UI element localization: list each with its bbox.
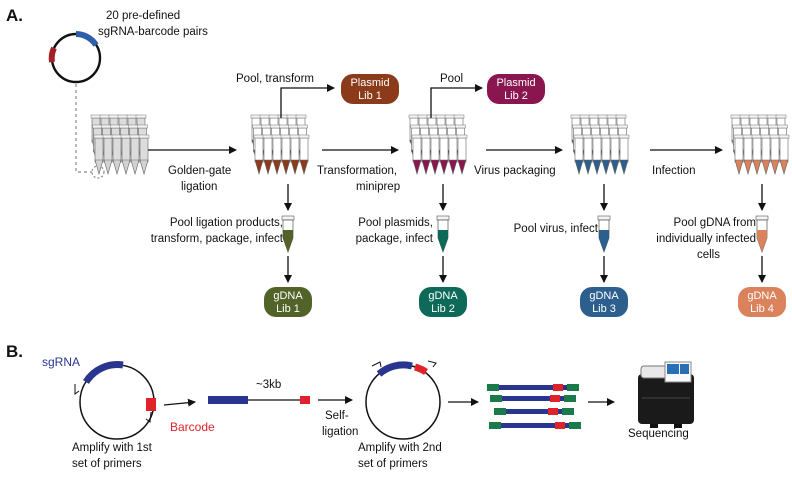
pool-text-4-line3: cells bbox=[697, 249, 720, 261]
arrow-pool-transform bbox=[280, 84, 335, 118]
gdna-lib-2-line1: gDNA bbox=[428, 290, 458, 302]
sgrna-label: sgRNA bbox=[42, 355, 80, 369]
self-ligation-1: Self- bbox=[325, 410, 349, 422]
circular-dna-2 bbox=[365, 360, 441, 440]
pooled-tube-3 bbox=[597, 215, 611, 254]
step-pool-transform: Pool, transform bbox=[236, 73, 314, 85]
step-transformation-2: miniprep bbox=[356, 181, 400, 193]
gdna-lib-1-line1: gDNA bbox=[273, 290, 303, 302]
pool-text-2-line1: Pool plasmids, bbox=[358, 217, 433, 229]
tube-plate-5 bbox=[730, 114, 790, 176]
linear-fragment bbox=[208, 396, 310, 404]
pooled-tube-4 bbox=[755, 215, 769, 254]
step-virus-packaging: Virus packaging bbox=[474, 165, 556, 177]
arrow-b1 bbox=[163, 398, 196, 407]
gdna-lib-2-badge bbox=[419, 287, 467, 317]
pool-text-4-line2: individually infected bbox=[656, 233, 756, 245]
sequencing-label: Sequencing bbox=[628, 428, 689, 440]
sequencer-icon bbox=[638, 361, 694, 428]
arrow-pool bbox=[430, 84, 483, 118]
pool-text-1-line2: transform, package, infect bbox=[151, 233, 284, 245]
pool-text-4-line1: Pool gDNA from bbox=[674, 217, 756, 229]
gdna-lib-3-line2: Lib 3 bbox=[592, 303, 616, 315]
panel-b-label: B. bbox=[6, 342, 23, 361]
gdna-lib-1-badge bbox=[264, 287, 312, 317]
plasmid-caption-line2: sgRNA-barcode pairs bbox=[98, 26, 208, 38]
template-plasmid bbox=[48, 31, 102, 84]
amplicon-4 bbox=[489, 422, 581, 429]
size-label: ~3kb bbox=[256, 379, 281, 391]
step-infection: Infection bbox=[652, 165, 695, 177]
amplify1-line1: Amplify with 1st bbox=[72, 442, 153, 454]
amplicons-group bbox=[487, 384, 581, 429]
amplify1-line2: set of primers bbox=[72, 458, 142, 470]
circular-dna-1 bbox=[74, 361, 156, 440]
barcode-label: Barcode bbox=[170, 420, 215, 434]
plasmid-lib-1-badge bbox=[341, 74, 399, 104]
pool-text-3-line1: Pool virus, infect bbox=[514, 223, 599, 235]
pooled-tube-2 bbox=[436, 215, 450, 254]
gdna-lib-4-line1: gDNA bbox=[747, 290, 777, 302]
plasmid-caption-line1: 20 pre-defined bbox=[106, 10, 180, 22]
gdna-lib-2-line2: Lib 2 bbox=[431, 303, 455, 315]
plasmid-lib-2-badge bbox=[487, 74, 545, 104]
amplicon-2 bbox=[490, 395, 576, 402]
pool-text-2-line2: package, infect bbox=[356, 233, 434, 245]
dashed-connector bbox=[75, 84, 92, 173]
gdna-lib-1-line2: Lib 1 bbox=[276, 303, 300, 315]
gdna-lib-3-badge bbox=[580, 287, 628, 317]
amplicon-3 bbox=[494, 408, 574, 415]
amplify2-line2: set of primers bbox=[358, 458, 428, 470]
step-golden-gate-1: Golden-gate bbox=[168, 165, 231, 177]
pool-text-1-line1: Pool ligation products, bbox=[170, 217, 283, 229]
step-transformation-1: Transformation, bbox=[317, 165, 397, 177]
step-golden-gate-2: ligation bbox=[181, 181, 217, 193]
amplicon-1 bbox=[487, 384, 579, 391]
gdna-lib-3-line1: gDNA bbox=[589, 290, 619, 302]
amplify2-line1: Amplify with 2nd bbox=[358, 442, 442, 454]
dashed-well bbox=[91, 165, 105, 179]
self-ligation-2: ligation bbox=[322, 426, 358, 438]
step-pool: Pool bbox=[440, 73, 463, 85]
plasmid-lib-2-line2: Lib 2 bbox=[504, 90, 528, 102]
pooled-tube-1 bbox=[281, 215, 295, 254]
plasmid-lib-2-line1: Plasmid bbox=[496, 77, 535, 89]
tube-plate-4 bbox=[570, 114, 630, 176]
tube-plate-2 bbox=[250, 114, 310, 176]
tube-plate-1 bbox=[90, 114, 150, 176]
plates-group bbox=[90, 114, 790, 176]
gdna-lib-4-badge bbox=[738, 287, 786, 317]
tube-plate-3 bbox=[408, 114, 468, 176]
gdna-lib-4-line2: Lib 4 bbox=[750, 303, 774, 315]
plasmid-lib-1-line1: Plasmid bbox=[350, 77, 389, 89]
plasmid-lib-1-line2: Lib 1 bbox=[358, 90, 382, 102]
panel-a-label: A. bbox=[6, 6, 23, 25]
